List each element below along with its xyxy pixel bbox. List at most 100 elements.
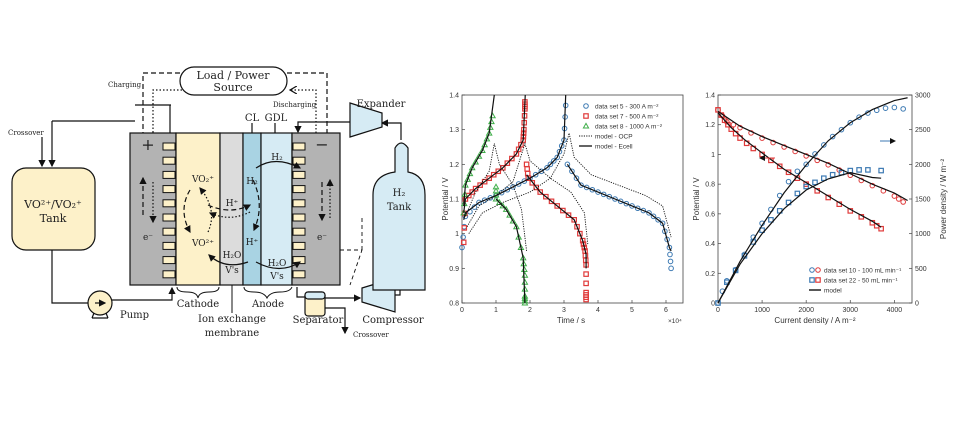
power-point-set22 [794, 190, 801, 197]
data-point [529, 180, 536, 186]
data-point [574, 223, 580, 230]
chart1-ylabel: Potential / V [441, 177, 450, 221]
y-tick-label: 1.4 [705, 93, 715, 100]
potential-point-set10 [895, 196, 902, 202]
data-point [543, 193, 549, 200]
discharging-label: Discharging [273, 101, 317, 109]
flow-channel-right [292, 227, 306, 236]
electron-left: e⁻ [143, 233, 153, 243]
power-point-set10 [812, 151, 818, 157]
h-plus-label: H⁺ [226, 199, 239, 209]
data-point [577, 230, 583, 237]
data-point [533, 184, 540, 191]
data-point [538, 168, 545, 175]
membrane-label-1: Ion exchange [198, 314, 266, 325]
data-point [506, 211, 514, 218]
data-point [520, 265, 528, 272]
data-point [583, 296, 589, 303]
flow-channel-left [162, 170, 176, 179]
power-point-set10 [829, 133, 836, 140]
load-label-2: Source [213, 81, 252, 94]
data-point [460, 239, 467, 246]
potential-point-set22 [721, 117, 728, 124]
data-point [521, 278, 529, 285]
data-point [469, 189, 476, 195]
data-point [524, 166, 530, 172]
flow-channel-right [292, 241, 306, 250]
data-point [472, 185, 479, 192]
data-point [583, 184, 590, 191]
expander [349, 102, 383, 138]
chart2-xlabel: Current density / A m⁻² [774, 316, 855, 325]
legend-marker [583, 113, 589, 119]
model-potential-line [717, 112, 882, 228]
chart1-text: Time / s Potential / V ×10⁴ [441, 177, 682, 325]
power-point-set10 [882, 105, 889, 111]
flow-channel-right [292, 142, 306, 151]
chart1-x-multiplier: ×10⁴ [668, 318, 682, 325]
x-tick-label: 3000 [842, 307, 858, 314]
x-tick-label: 2 [528, 307, 532, 314]
model-power-line [717, 172, 882, 304]
data-point [623, 200, 630, 207]
model-ocp-line [468, 133, 672, 238]
y-tick-label: 0.4 [705, 241, 715, 248]
data-point [478, 146, 486, 153]
power-point-set10 [803, 161, 809, 168]
data-point [667, 251, 673, 258]
crossover-label: Crossover [8, 129, 44, 137]
data-point [565, 212, 572, 218]
load-label-1: Load / Power [197, 69, 271, 82]
model-power-line [717, 97, 908, 304]
data-point [606, 193, 613, 200]
legend-marker [815, 277, 821, 283]
data-point [548, 198, 555, 205]
data-point [521, 299, 529, 306]
y-right-tick-label: 2000 [915, 162, 931, 169]
legend-label: data set 5 - 300 A m⁻² [595, 104, 659, 111]
data-point [634, 205, 641, 212]
data-point [500, 165, 506, 171]
flow-channel-left [162, 270, 176, 279]
data-point [486, 175, 493, 182]
potential-point-set22 [776, 163, 783, 170]
y-right-tick-label: 0 [915, 301, 919, 308]
h2o-membrane-label: H₂O [223, 251, 242, 261]
data-point [532, 171, 539, 178]
power-point-set10 [838, 126, 845, 133]
data-point [640, 207, 647, 214]
y-tick-label: 1 [455, 231, 459, 238]
flow-channel-right [292, 156, 306, 165]
power-point-set22 [812, 179, 818, 186]
x-tick-label: 1000 [754, 307, 770, 314]
data-point [521, 178, 528, 184]
h2-cl-label: H₂ [246, 177, 258, 187]
data-point [488, 117, 495, 125]
data-point [515, 181, 522, 187]
data-point [666, 244, 673, 251]
data-point [547, 161, 554, 168]
data-point [667, 258, 674, 265]
membrane-label-2: membrane [205, 328, 259, 339]
model-ecell-line [526, 174, 587, 269]
data-point [650, 213, 657, 220]
data-point [569, 168, 575, 175]
data-point [492, 195, 500, 202]
chart2-ylabel-right: Power density / W m⁻² [939, 159, 948, 240]
data-point [646, 210, 652, 216]
charging-label: Charging [108, 81, 142, 89]
data-point [537, 189, 544, 195]
power-point-set22 [856, 167, 862, 173]
tank-return-line [52, 120, 135, 166]
y-tick-label: 1 [711, 152, 715, 159]
x-tick-label: 1 [494, 307, 498, 314]
data-point [459, 244, 465, 251]
data-point [589, 186, 596, 193]
data-point [466, 169, 474, 177]
legend-marker [809, 277, 815, 283]
power-point-set22 [715, 300, 721, 306]
minus-terminal: − [315, 135, 328, 154]
data-point [659, 220, 666, 227]
data-point [476, 199, 482, 206]
